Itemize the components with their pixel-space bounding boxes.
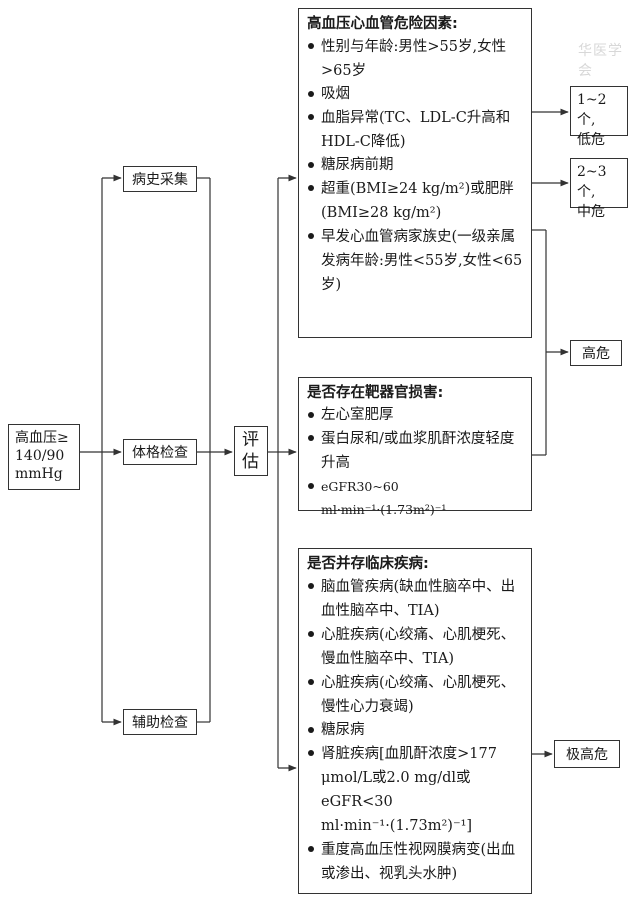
clinical-disease-item: 糖尿病 [307,719,523,742]
organ-damage-item: 蛋白尿和/或血浆肌酐浓度轻度升高 [307,427,523,475]
organ-damage-panel: 是否存在靶器官损害: 左心室肥厚 蛋白尿和/或血浆肌酐浓度轻度升高 eGFR30… [298,377,532,517]
clinical-disease-title: 是否并存临床疾病: [307,556,429,572]
risk-high-box: 高危 [570,340,622,366]
risk-low-label: 低危 [577,132,605,148]
risk-factor-item: 糖尿病前期 [307,154,523,177]
risk-high-label: 高危 [582,346,610,362]
risk-factor-item: 血脂异常(TC、LDL-C升高和HDL-C降低) [307,106,523,154]
step-exam-box: 体格检查 [123,439,197,465]
step-history-box: 病史采集 [123,166,197,192]
step-exam-label: 体格检查 [132,445,188,461]
risk-very-high-label: 极高危 [566,747,608,763]
organ-damage-item: eGFR30~60 ml·min⁻¹·(1.73m²)⁻¹ [307,475,523,521]
clinical-disease-panel: 是否并存临床疾病: 脑血管疾病(缺血性脑卒中、出血性脑卒中、TIA) 心脏疾病(… [298,548,532,894]
clinical-disease-item: 心脏疾病(心绞痛、心肌梗死、慢性心力衰竭) [307,671,523,719]
evaluate-line-1: 评 [242,430,260,450]
start-line-2: 140/90 [15,448,65,464]
start-line-1: 高血压≥ [15,430,69,446]
organ-damage-item: 左心室肥厚 [307,404,523,427]
clinical-disease-item: 肾脏疾病[血肌酐浓度>177 μmol/L或2.0 mg/dl或eGFR<30 … [307,742,523,838]
clinical-disease-item: 心脏疾病(心绞痛、心肌梗死、慢血性脑卒中、TIA) [307,623,523,671]
risk-factor-item: 超重(BMI≥24 kg/m²)或肥胖(BMI≥28 kg/m²) [307,177,523,225]
step-aux-label: 辅助检查 [132,715,188,731]
start-line-3: mmHg [15,466,63,482]
risk-factor-item: 吸烟 [307,83,523,106]
evaluate-box: 评 估 [234,426,268,476]
risk-factor-item: 性别与年龄:男性>55岁,女性>65岁 [307,35,523,83]
watermark-text: 华医学会 [578,43,623,79]
risk-factors-panel: 高血压心血管危险因素: 性别与年龄:男性>55岁,女性>65岁 吸烟 血脂异常(… [298,8,532,338]
risk-factors-list: 性别与年龄:男性>55岁,女性>65岁 吸烟 血脂异常(TC、LDL-C升高和H… [307,35,523,297]
start-box-hypertension: 高血压≥ 140/90 mmHg [8,424,80,490]
risk-factors-title: 高血压心血管危险因素: [307,16,458,32]
risk-factor-item: 早发心血管病家族史(一级亲属发病年龄:男性<55岁,女性<65岁) [307,225,523,297]
clinical-disease-list: 脑血管疾病(缺血性脑卒中、出血性脑卒中、TIA) 心脏疾病(心绞痛、心肌梗死、慢… [307,575,523,886]
step-aux-box: 辅助检查 [123,709,197,735]
risk-mid-label: 中危 [577,204,605,220]
risk-low-count: 1~2个, [577,92,607,128]
risk-mid-box: 2~3个, 中危 [570,158,628,220]
risk-mid-count: 2~3个, [577,164,607,200]
clinical-disease-item: 脑血管疾病(缺血性脑卒中、出血性脑卒中、TIA) [307,575,523,623]
clinical-disease-item: 重度高血压性视网膜病变(出血或渗出、视乳头水肿) [307,838,523,886]
risk-low-box: 1~2个, 低危 [570,86,628,148]
organ-damage-title: 是否存在靶器官损害: [307,385,444,401]
risk-very-high-box: 极高危 [554,740,620,768]
evaluate-line-2: 估 [242,452,260,472]
organ-damage-list: 左心室肥厚 蛋白尿和/或血浆肌酐浓度轻度升高 eGFR30~60 ml·min⁻… [307,404,523,521]
step-history-label: 病史采集 [132,172,188,188]
